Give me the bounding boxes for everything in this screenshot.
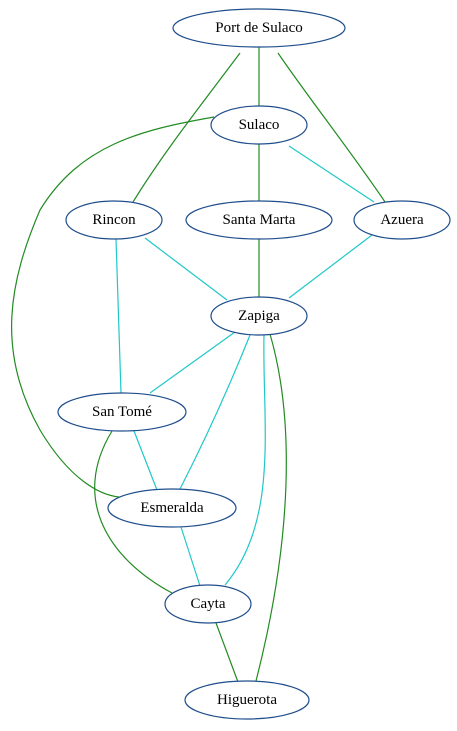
node-label: Higuerota (217, 692, 277, 708)
node-port: Port de Sulaco (172, 8, 346, 48)
node-label: Port de Sulaco (215, 20, 303, 36)
node-ellipse (107, 488, 237, 528)
node-zapiga: Zapiga (210, 296, 308, 336)
edge-esmeralda-cayta (180, 526, 201, 587)
node-ellipse (210, 296, 308, 336)
node-rincon: Rincon (65, 200, 163, 240)
edge-port-rincon (132, 52, 241, 203)
edge-santome-esmeralda (133, 430, 158, 491)
node-label: San Tomé (92, 404, 152, 420)
node-label: Azuera (380, 212, 424, 228)
node-ellipse (172, 8, 346, 48)
edge-cayta-higuerota (215, 622, 239, 683)
edge-zapiga-higuerota (255, 333, 287, 682)
node-label: Santa Marta (223, 212, 296, 228)
node-santome: San Tomé (57, 392, 187, 432)
node-santamarta: Santa Marta (185, 200, 333, 240)
node-ellipse (184, 680, 310, 720)
node-ellipse (353, 200, 451, 240)
node-label: Sulaco (239, 117, 280, 133)
edge-zapiga-cayta (224, 334, 266, 586)
edge-santome-cayta (94, 430, 173, 594)
node-ellipse (210, 105, 308, 145)
node-ellipse (185, 200, 333, 240)
node-higuerota: Higuerota (184, 680, 310, 720)
edge-rincon-santome (115, 238, 122, 394)
node-label: Esmeralda (140, 500, 204, 516)
node-ellipse (164, 584, 252, 624)
node-sulaco: Sulaco (210, 105, 308, 145)
node-ellipse (65, 200, 163, 240)
node-cayta: Cayta (164, 584, 252, 624)
node-label: Cayta (191, 596, 226, 612)
edge-rincon-zapiga (144, 237, 228, 301)
edge-zapiga-santome (149, 331, 236, 394)
edge-sulaco-esmeralda (11, 116, 215, 498)
edge-port-azuera (277, 52, 386, 203)
node-label: Zapiga (238, 308, 280, 324)
node-ellipse (57, 392, 187, 432)
edge-zapiga-esmeralda (179, 334, 251, 490)
edge-azuera-zapiga (288, 234, 373, 299)
node-azuera: Azuera (353, 200, 451, 240)
node-label: Rincon (92, 212, 136, 228)
node-esmeralda: Esmeralda (107, 488, 237, 528)
edge-sulaco-azuera (288, 145, 375, 203)
graph-edges (11, 47, 386, 683)
